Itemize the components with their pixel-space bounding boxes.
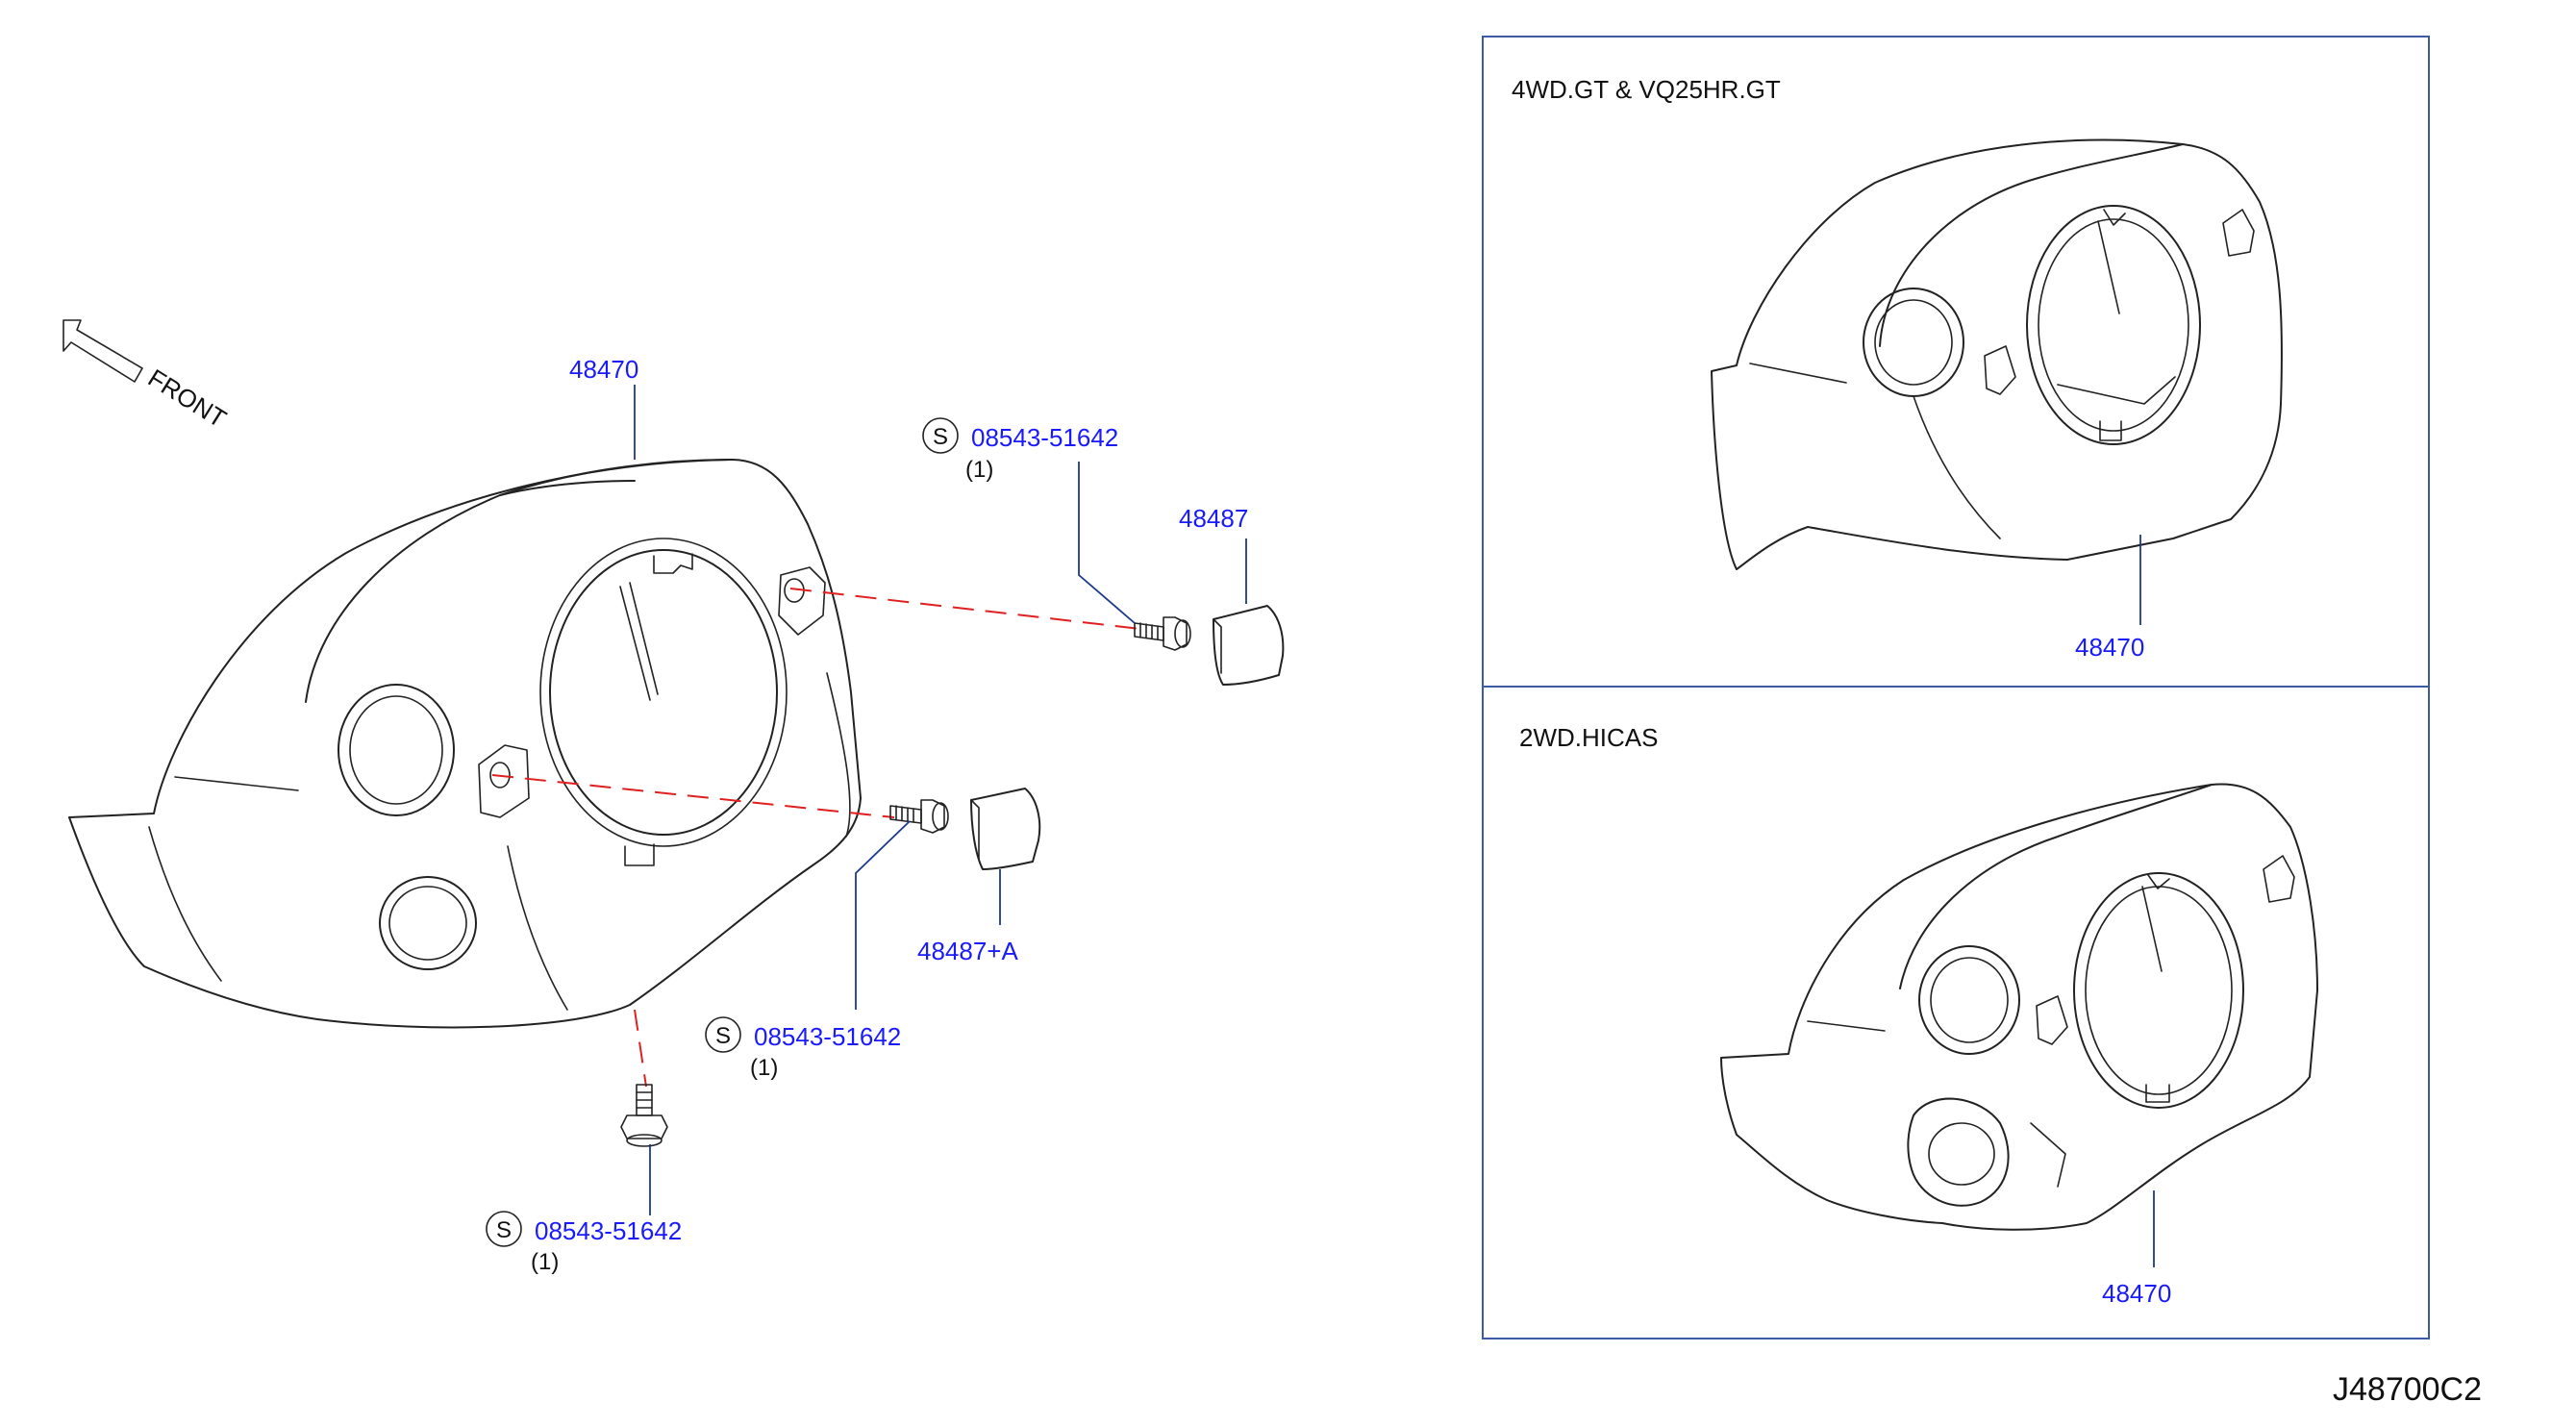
- screw-callout-upper: S 08543-51642 (1): [922, 417, 1118, 483]
- variant-part-4wd: 48470: [2075, 633, 2144, 662]
- leader-screw-upper: [1078, 462, 1136, 624]
- hidden-line-lower: [634, 1009, 647, 1088]
- s-symbol-icon: [922, 417, 959, 454]
- screw-symbol: S: [933, 424, 948, 450]
- screw-upper: [1134, 616, 1191, 651]
- screw-symbol: S: [715, 1023, 731, 1049]
- variant-part-2wd: 48470: [2102, 1279, 2171, 1308]
- screw-number: 08543-51642: [754, 1022, 901, 1051]
- front-label: FRONT: [143, 363, 232, 434]
- cap-48487: [1213, 605, 1285, 686]
- cluster-cover-main: [68, 459, 862, 1029]
- screw-number: 08543-51642: [535, 1216, 682, 1245]
- part-number-48487: 48487: [1179, 504, 1248, 533]
- screw-qty: (1): [531, 1249, 559, 1275]
- variant-title-4wd: 4WD.GT & VQ25HR.GT: [1512, 75, 1781, 104]
- screw-symbol: S: [496, 1217, 512, 1243]
- cap-48487-a: [970, 788, 1041, 870]
- diagram-code: J48700C2: [2333, 1371, 2482, 1408]
- screw-lower: [620, 1084, 668, 1147]
- cluster-cover-variant-2wd: [1720, 783, 2318, 1231]
- part-number-48487a: 48487+A: [917, 937, 1018, 965]
- screw-middle: [889, 799, 949, 834]
- screw-number: 08543-51642: [971, 423, 1118, 452]
- s-symbol-icon: [705, 1016, 741, 1053]
- screw-callout-lower: S 08543-51642 (1): [486, 1211, 682, 1275]
- screw-qty: (1): [750, 1055, 778, 1081]
- screw-callout-middle: S 08543-51642 (1): [705, 1016, 901, 1081]
- leader-screw-middle: [855, 820, 911, 1010]
- hidden-line-middle: [491, 774, 895, 818]
- part-number-48470: 48470: [569, 355, 638, 384]
- s-symbol-icon: [486, 1211, 522, 1247]
- cluster-cover-variant-4wd: [1711, 138, 2283, 570]
- hidden-line-upper: [789, 588, 1141, 630]
- variant-title-2wd: 2WD.HICAS: [1519, 723, 1658, 752]
- screw-qty: (1): [965, 457, 993, 483]
- front-arrow-icon: [63, 319, 143, 383]
